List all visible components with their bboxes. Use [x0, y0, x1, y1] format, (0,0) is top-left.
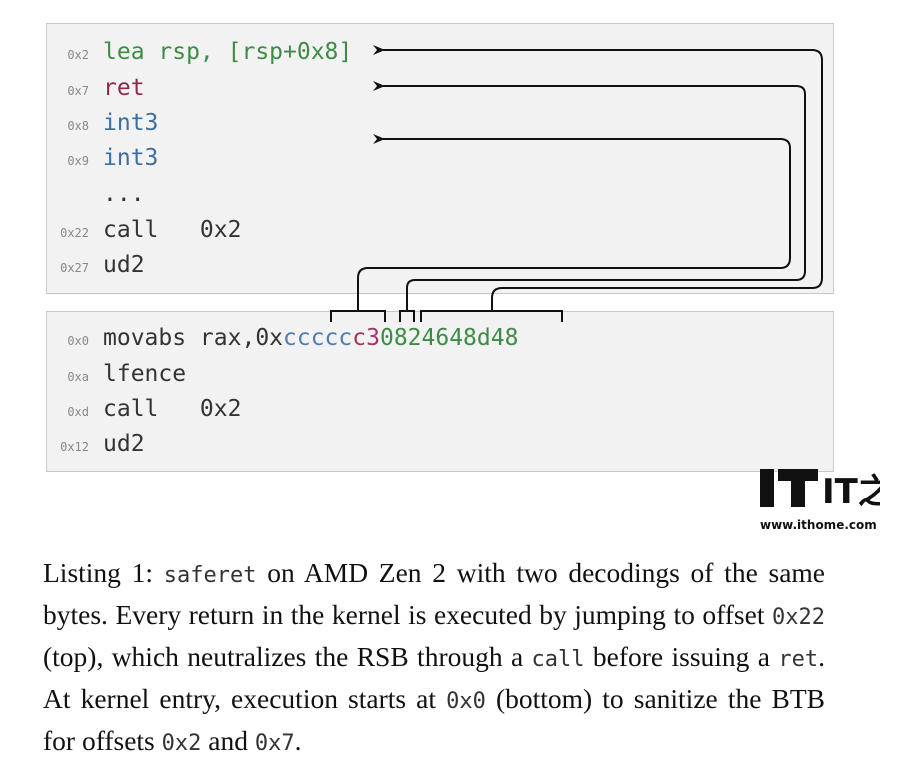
instruction-text: call 0x2 [103, 217, 242, 243]
instruction: ud2 [103, 431, 145, 457]
caption-text: before issuing a [584, 641, 779, 672]
instruction: ... [103, 178, 145, 210]
offset-label: 0x12 [60, 440, 89, 454]
listing-line: 0x2 lea rsp, [rsp+0x8] [47, 36, 835, 68]
caption-text: on AMD Zen 2 with two decodings of the s… [43, 557, 826, 630]
caption-code: call [531, 647, 585, 672]
caption-code: ret [778, 647, 819, 672]
ithome-logo: IT之家 [760, 469, 880, 512]
hex-int3-bytes: ccccc [283, 325, 353, 351]
instruction: lea rsp, [rsp+0x8] [103, 36, 352, 68]
caption-text: (top), which neutralizes the RSB through… [43, 641, 532, 672]
movabs-prefix: movabs rax,0x [103, 325, 284, 351]
caption-code: 0x7 [254, 731, 295, 756]
instruction-text: int3 [103, 145, 159, 171]
offset-label: 0xd [67, 405, 89, 419]
top-listing: 0x2 lea rsp, [rsp+0x8] 0x7 ret 0x8 int3 0x9 int… [46, 23, 834, 294]
instruction-text: ud2 [103, 252, 145, 278]
instruction: ud2 [103, 249, 145, 281]
offset-label: 0x8 [67, 119, 89, 133]
listing-line: 0xd call 0x2 [47, 393, 835, 425]
listing-line: 0x12 ud2 [47, 428, 835, 460]
listing-caption: Listing 1: saferet on AMD Zen 2 with two… [43, 553, 825, 763]
listing-line: 0x8 int3 [47, 107, 835, 139]
caption-code: 0x0 [446, 689, 486, 714]
listing-line: 0x9 int3 [47, 142, 835, 174]
instruction: int3 [103, 142, 158, 174]
instruction: call 0x2 [103, 214, 241, 246]
caption-code: saferet [163, 563, 257, 588]
instruction: ret [103, 72, 145, 104]
listing-line: 0xa lfence [47, 358, 835, 390]
logo-mark-text: IT之家 [822, 472, 880, 512]
listing-line: 0x22 call 0x2 [47, 214, 835, 246]
caption-text: (bottom) to sanitize the BTB for offsets [43, 683, 825, 756]
caption-code: 0x2 [161, 731, 202, 756]
caption-label: Listing 1: [43, 557, 164, 588]
caption-code: 0x22 [772, 605, 825, 630]
caption-text: . [294, 725, 302, 756]
hex-lea-bytes: 0824648d48 [379, 325, 519, 351]
instruction-text: ... [103, 181, 145, 207]
instruction: movabs rax,0xcccccc30824648d48 [103, 322, 518, 354]
instruction: int3 [103, 107, 158, 139]
instruction-text: int3 [103, 110, 159, 136]
caption-text: and [201, 725, 255, 756]
hex-ret-byte: c3 [352, 325, 380, 351]
offset-label: 0x22 [60, 226, 89, 240]
offset-label: 0x9 [67, 154, 89, 168]
offset-label: 0x0 [67, 334, 89, 348]
listing-line: 0x27 ud2 [47, 249, 835, 281]
offset-label: 0x7 [67, 84, 89, 98]
ithome-url: www.ithome.com [760, 518, 877, 532]
listing-line: 0x0 movabs rax,0xcccccc30824648d48 [47, 322, 835, 354]
offset-label: 0xa [67, 370, 89, 384]
offset-label: 0x2 [67, 48, 89, 62]
listing-line: ... [47, 178, 835, 210]
instruction: lfence [103, 361, 187, 387]
instruction-text: lea rsp, [rsp+0x8] [103, 39, 353, 65]
instruction: call 0x2 [103, 396, 242, 422]
instruction-text: ret [103, 75, 145, 101]
listing-line: 0x7 ret [47, 72, 835, 104]
bottom-listing: 0x0 movabs rax,0xcccccc30824648d48 0xa l… [46, 311, 834, 472]
offset-label: 0x27 [60, 261, 89, 275]
caption-text: . At kernel entry, execution starts at [43, 641, 825, 714]
